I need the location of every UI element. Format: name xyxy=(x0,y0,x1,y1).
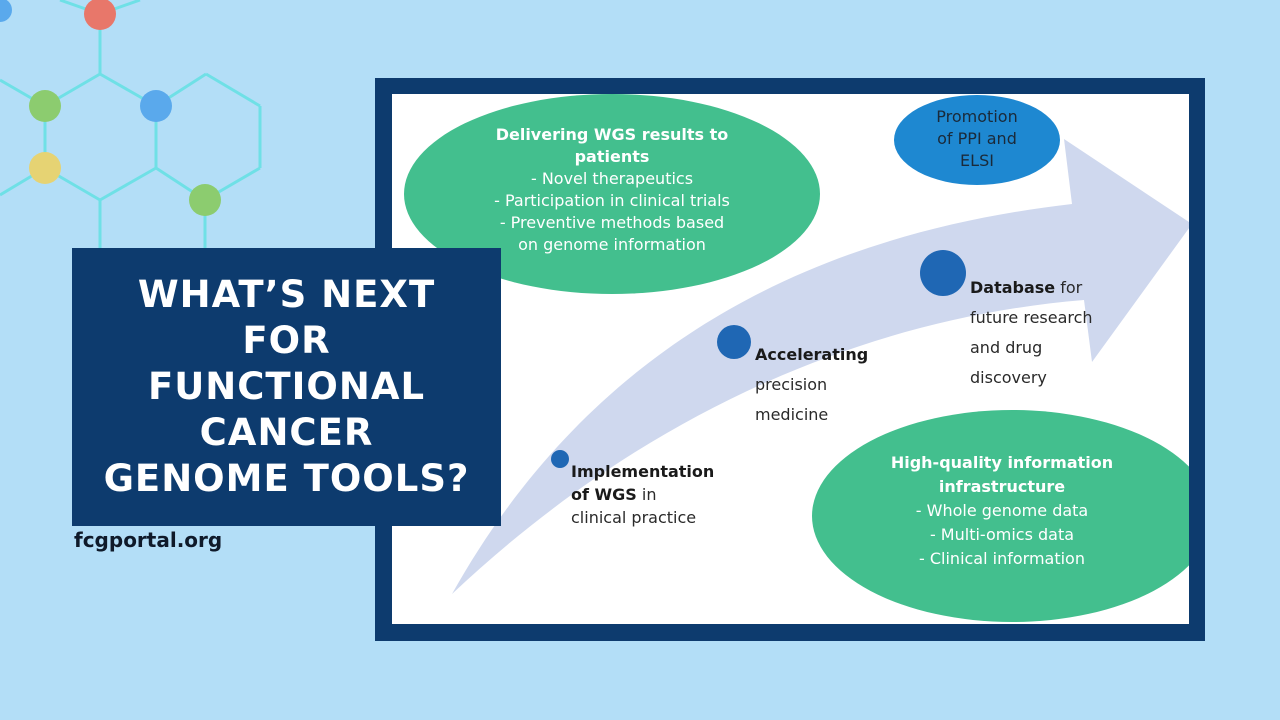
delivering-item-1: - Novel therapeutics xyxy=(530,169,694,188)
title-line-1: WHAT’S NEXT xyxy=(137,273,436,316)
title-line-2: FOR xyxy=(242,319,331,362)
database-rest: for xyxy=(1055,278,1083,297)
page-title: WHAT’S NEXT FOR FUNCTIONAL CANCER GENOME… xyxy=(87,272,487,502)
figure-frame: Delivering WGS results to patients - Nov… xyxy=(375,78,1205,641)
title-box: WHAT’S NEXT FOR FUNCTIONAL CANCER GENOME… xyxy=(72,248,501,526)
diagram-canvas: Delivering WGS results to patients - Nov… xyxy=(392,94,1189,624)
promotion-line-2: of PPI and xyxy=(937,129,1017,148)
implementation-label: Implementation of WGS in clinical practi… xyxy=(571,460,714,529)
delivering-ellipse xyxy=(404,94,820,294)
infrastructure-item-3: - Clinical information xyxy=(919,549,1085,568)
title-line-5: GENOME TOOLS? xyxy=(103,457,470,500)
accelerating-line-3: medicine xyxy=(755,405,829,424)
accelerating-line-2: precision xyxy=(755,375,828,394)
promotion-text: Promotion of PPI and ELSI xyxy=(902,106,1052,172)
molecule-network-icon xyxy=(0,0,262,250)
database-line-3: and drug xyxy=(970,338,1043,357)
infrastructure-item-2: - Multi-omics data xyxy=(929,525,1075,544)
delivering-heading-2: patients xyxy=(574,147,650,166)
infrastructure-heading-2: infrastructure xyxy=(938,477,1066,496)
delivering-heading-1: Delivering WGS results to xyxy=(495,125,729,144)
site-url: fcgportal.org xyxy=(74,528,223,552)
database-bold: Database xyxy=(970,278,1056,297)
delivering-item-4: on genome information xyxy=(518,235,706,254)
accelerating-dot xyxy=(717,325,751,359)
delivering-item-2: - Participation in clinical trials xyxy=(494,191,730,210)
delivering-text: Delivering WGS results to patients - Nov… xyxy=(452,124,772,256)
title-line-3: FUNCTIONAL xyxy=(147,365,426,408)
implementation-dot xyxy=(551,450,569,468)
promotion-line-3: ELSI xyxy=(960,151,994,170)
progress-arrow xyxy=(452,139,1189,594)
infrastructure-ellipse xyxy=(812,410,1189,622)
title-line-4: CANCER xyxy=(199,411,374,454)
diagram-shapes xyxy=(404,94,1189,622)
database-label: Database for future research and drug di… xyxy=(970,273,1093,393)
database-line-2: future research xyxy=(970,308,1093,327)
database-dot xyxy=(920,250,966,296)
implementation-line-3: clinical practice xyxy=(571,508,697,527)
database-line-4: discovery xyxy=(970,368,1047,387)
implementation-bold-1: Implementation xyxy=(571,462,715,481)
accelerating-label: Accelerating precision medicine xyxy=(755,340,868,430)
implementation-bold-2: of WGS xyxy=(571,485,637,504)
delivering-item-3: - Preventive methods based xyxy=(499,213,725,232)
promotion-ellipse xyxy=(894,95,1060,185)
implementation-rest-2: in xyxy=(636,485,657,504)
infrastructure-item-1: - Whole genome data xyxy=(915,501,1089,520)
infrastructure-heading-1: High-quality information xyxy=(890,453,1114,472)
accelerating-bold: Accelerating xyxy=(755,345,869,364)
infrastructure-text: High-quality information infrastructure … xyxy=(852,451,1152,571)
promotion-line-1: Promotion xyxy=(936,107,1018,126)
